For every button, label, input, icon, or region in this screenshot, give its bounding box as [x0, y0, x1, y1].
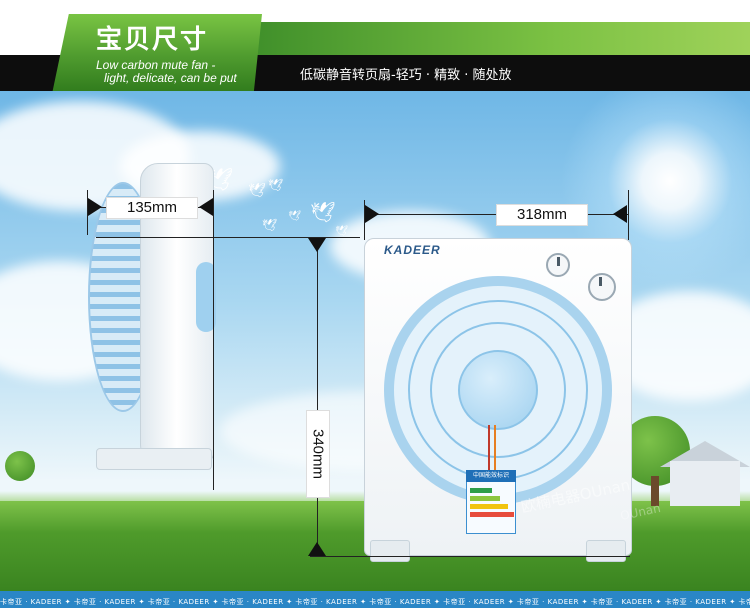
- bird-icon: 🕊: [262, 218, 278, 232]
- dim-extension-line: [87, 190, 88, 235]
- label-string: [494, 425, 496, 473]
- bird-icon: 🕊: [310, 200, 336, 224]
- dim-line-height: [317, 237, 318, 557]
- bird-icon: 🕊: [288, 211, 301, 222]
- fan-hub: [458, 350, 538, 430]
- width-dimension-label: 318mm: [496, 204, 588, 226]
- arrow-right-icon: [613, 205, 627, 223]
- dim-extension-line: [96, 237, 360, 238]
- subtitle-en-line-2: light, delicate, can be put: [104, 71, 237, 85]
- dim-extension-line: [628, 190, 629, 240]
- knob-icon: [588, 273, 616, 301]
- height-dimension-label: 340mm: [306, 410, 330, 498]
- front-fan-foot: [586, 540, 626, 562]
- energy-label-header: 中国能效标识: [466, 470, 516, 482]
- height-dimension-text: 340mm: [309, 428, 327, 480]
- title-plate: [52, 14, 262, 94]
- house: [670, 461, 740, 506]
- label-bar: [470, 496, 500, 501]
- knob-icon: [546, 253, 570, 277]
- tree: [5, 451, 35, 481]
- header-green-stripe: [250, 22, 750, 56]
- dim-extension-line: [310, 556, 630, 557]
- dim-extension-line: [213, 190, 214, 490]
- footer-text: 卡帝亚 · KADEER ✦ 卡帝亚 · KADEER ✦ 卡帝亚 · KADE…: [0, 598, 750, 606]
- side-fan-foot: [96, 448, 212, 470]
- bird-icon: 🕊: [335, 226, 348, 237]
- front-fan-foot: [370, 540, 410, 562]
- label-string: [488, 425, 490, 473]
- brand-logo: KADEER: [384, 243, 441, 257]
- bird-icon: 🕊: [268, 178, 284, 192]
- arrow-up-icon: [308, 542, 326, 556]
- label-bar: [470, 488, 492, 493]
- arrow-right-icon: [88, 198, 102, 216]
- depth-dimension-label: 135mm: [106, 197, 198, 219]
- bird-icon: 🕊: [248, 183, 266, 199]
- arrow-left-icon: [199, 198, 213, 216]
- slogan-cn: 低碳静音转页扇-轻巧 · 精致 · 随处放: [300, 68, 512, 83]
- page-title: 宝贝尺寸: [96, 25, 209, 55]
- label-bar: [470, 504, 508, 509]
- tree-trunk: [651, 476, 659, 506]
- arrow-left-icon: [365, 205, 379, 223]
- side-fan-hub: [196, 262, 216, 332]
- subtitle-en-line-1: Low carbon mute fan -: [96, 58, 216, 72]
- footer-strip: 卡帝亚 · KADEER ✦ 卡帝亚 · KADEER ✦ 卡帝亚 · KADE…: [0, 591, 750, 608]
- grille-ring: [430, 322, 566, 458]
- label-bar: [470, 512, 514, 517]
- arrow-down-icon: [308, 238, 326, 252]
- dim-extension-line: [364, 200, 365, 240]
